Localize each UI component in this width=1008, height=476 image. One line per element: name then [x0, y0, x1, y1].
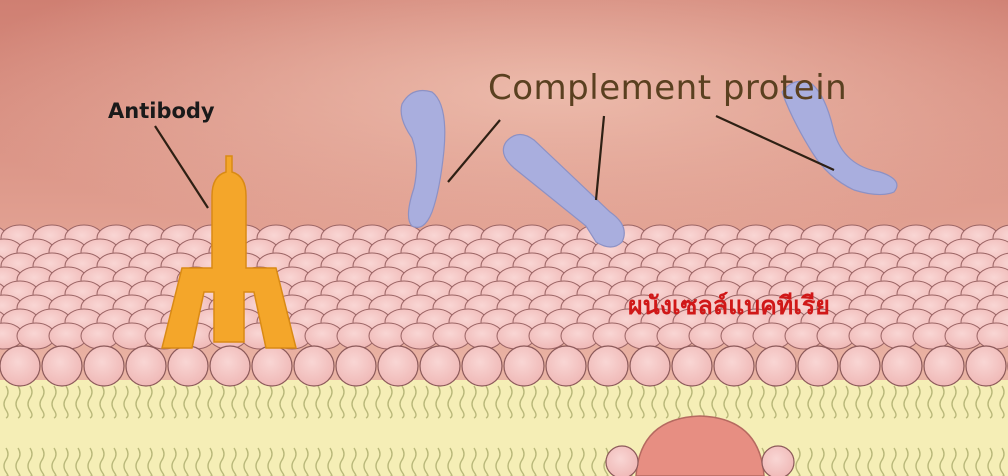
phospholipid-heads: [0, 225, 1008, 386]
bacterial-cell-wall-label: ผนังเซลล์แบคทีเรีย: [628, 286, 830, 326]
background-glow: [0, 0, 1008, 260]
antibody-label: Antibody: [108, 99, 215, 123]
complement-protein-label: Complement protein: [488, 68, 847, 108]
